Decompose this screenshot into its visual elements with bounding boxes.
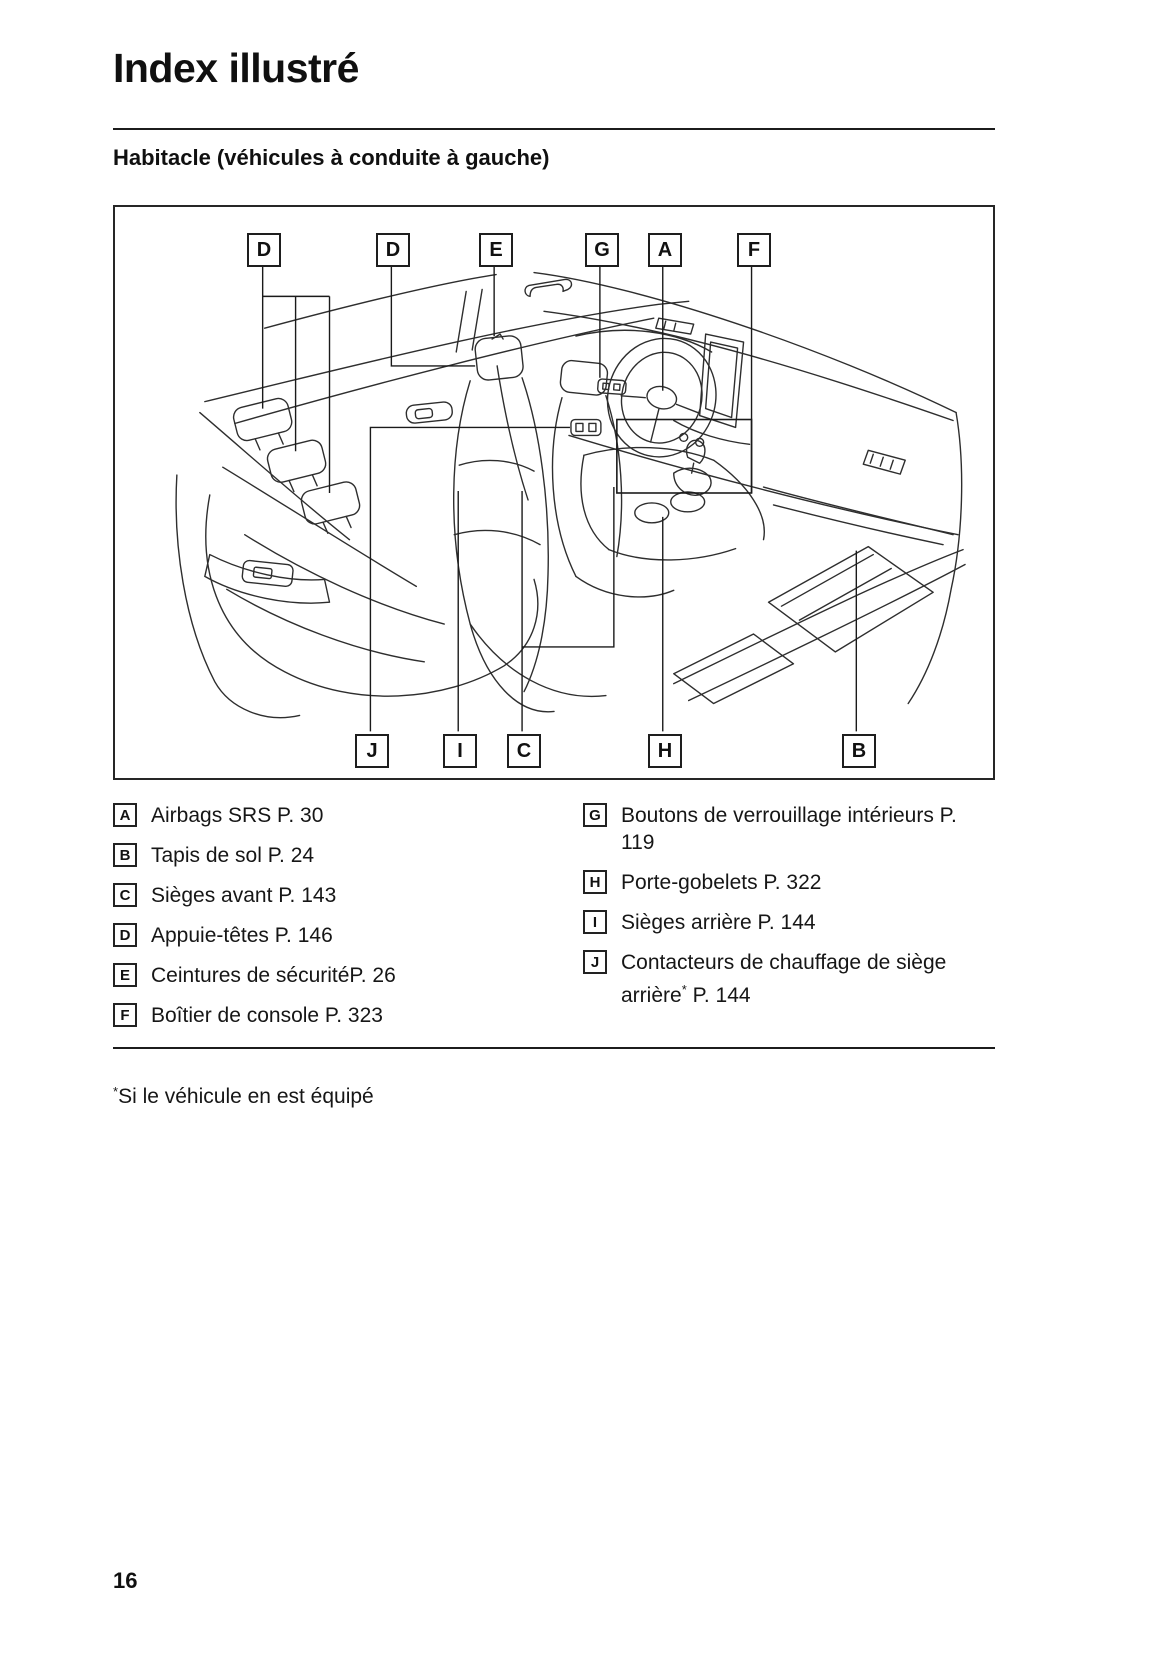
callout-box-j: J <box>355 734 389 768</box>
section-heading: Habitacle (véhicules à conduite à gauche… <box>113 145 550 170</box>
legend-item-text: Sièges arrière P. 144 <box>621 911 816 934</box>
page-number: 16 <box>113 1568 138 1593</box>
legend-column-left: A Airbags SRS P. 30 B Tapis de sol P. 24 C Si… <box>113 802 583 1042</box>
car-interior-illustration <box>175 263 966 732</box>
legend-item-text: Porte-gobelets P. 322 <box>621 871 822 894</box>
callout-box-i: I <box>443 734 477 768</box>
legend-item-i: I Sièges arrière P. 144 <box>583 909 995 936</box>
callout-box-e: E <box>479 233 513 267</box>
asterisk-superscript: * <box>681 982 687 997</box>
legend: A Airbags SRS P. 30 B Tapis de sol P. 24 C Si… <box>113 802 995 1042</box>
legend-letter-box: H <box>583 870 607 894</box>
legend-item-b: B Tapis de sol P. 24 <box>113 842 583 869</box>
legend-column-right: G Boutons de verrouillage intérieurs P. 1… <box>583 802 995 1022</box>
title-rule <box>113 128 995 130</box>
legend-item-a: A Airbags SRS P. 30 <box>113 802 583 829</box>
legend-item-text: Ceintures de sécuritéP. 26 <box>151 964 396 987</box>
legend-item-g: G Boutons de verrouillage intérieurs P. 1… <box>583 802 995 856</box>
legend-item-d: D Appuie-têtes P. 146 <box>113 922 583 949</box>
legend-letter-box: B <box>113 843 137 867</box>
callout-box-d: D <box>247 233 281 267</box>
callout-box-a: A <box>648 233 682 267</box>
callout-box-d: D <box>376 233 410 267</box>
legend-item-text: Appuie-têtes P. 146 <box>151 924 333 947</box>
footnote-star: * <box>113 1084 119 1099</box>
legend-letter-box: J <box>583 950 607 974</box>
legend-item-f: F Boîtier de console P. 323 <box>113 1002 583 1029</box>
legend-item-text: Boutons de verrouillage intérieurs P. 11… <box>621 804 957 854</box>
page-content: Index illustré Habitacle (véhicules à co… <box>113 0 995 1131</box>
footnote-text: Si le véhicule en est équipé <box>118 1085 374 1108</box>
legend-item-text: Airbags SRS P. 30 <box>151 804 324 827</box>
legend-letter-box: G <box>583 803 607 827</box>
callout-box-c: C <box>507 734 541 768</box>
legend-item-e: E Ceintures de sécuritéP. 26 <box>113 962 583 989</box>
legend-item-h: H Porte-gobelets P. 322 <box>583 869 995 896</box>
footnote: *Si le véhicule en est équipé <box>113 1079 995 1110</box>
legend-bottom-rule <box>113 1047 995 1049</box>
legend-item-c: C Sièges avant P. 143 <box>113 882 583 909</box>
legend-item-j: J Contacteurs de chauffage de siège arriè… <box>583 949 995 1009</box>
callout-box-h: H <box>648 734 682 768</box>
legend-item-text: Sièges avant P. 143 <box>151 884 337 907</box>
legend-item-text: Tapis de sol P. 24 <box>151 844 315 867</box>
legend-item-text: Boîtier de console P. 323 <box>151 1004 383 1027</box>
legend-letter-box: C <box>113 883 137 907</box>
legend-letter-box: A <box>113 803 137 827</box>
page-title: Index illustré <box>113 45 359 91</box>
callout-box-g: G <box>585 233 619 267</box>
legend-item-text: Contacteurs de chauffage de siège arrièr… <box>621 951 947 1007</box>
callout-box-f: F <box>737 233 771 267</box>
legend-letter-box: I <box>583 910 607 934</box>
legend-letter-box: D <box>113 923 137 947</box>
legend-letter-box: F <box>113 1003 137 1027</box>
callout-box-b: B <box>842 734 876 768</box>
legend-letter-box: E <box>113 963 137 987</box>
